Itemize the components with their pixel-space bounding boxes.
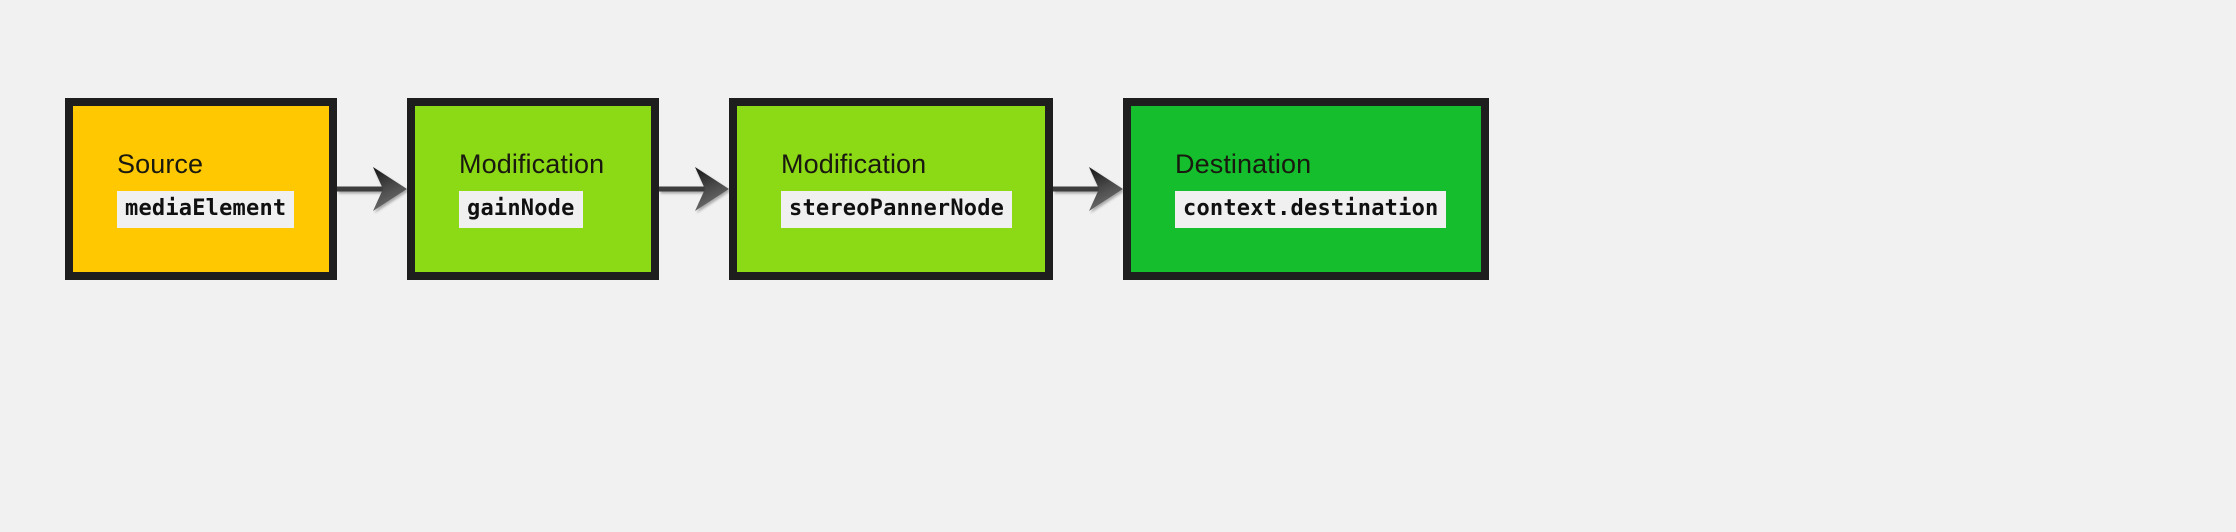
arrow-source-to-gain — [337, 159, 407, 219]
arrow-gain-to-panner — [659, 159, 729, 219]
node-gain[interactable]: Modification gainNode — [407, 98, 659, 280]
node-chain: Source mediaElement — [65, 98, 1489, 280]
node-source[interactable]: Source mediaElement — [65, 98, 337, 280]
node-destination[interactable]: Destination context.destination — [1123, 98, 1489, 280]
node-title: Destination — [1175, 149, 1312, 180]
arrow-icon — [659, 167, 729, 211]
arrow-panner-to-destination — [1053, 159, 1123, 219]
arrow-icon — [337, 167, 407, 211]
node-code-chip: stereoPannerNode — [781, 190, 1013, 228]
node-title: Modification — [459, 149, 605, 180]
node-code-chip: mediaElement — [117, 190, 295, 228]
node-stereo-panner[interactable]: Modification stereoPannerNode — [729, 98, 1053, 280]
node-code-chip: context.destination — [1175, 190, 1447, 228]
node-title: Source — [117, 149, 204, 180]
node-code-chip: gainNode — [459, 190, 583, 228]
node-title: Modification — [781, 149, 927, 180]
arrow-icon — [1053, 167, 1123, 211]
